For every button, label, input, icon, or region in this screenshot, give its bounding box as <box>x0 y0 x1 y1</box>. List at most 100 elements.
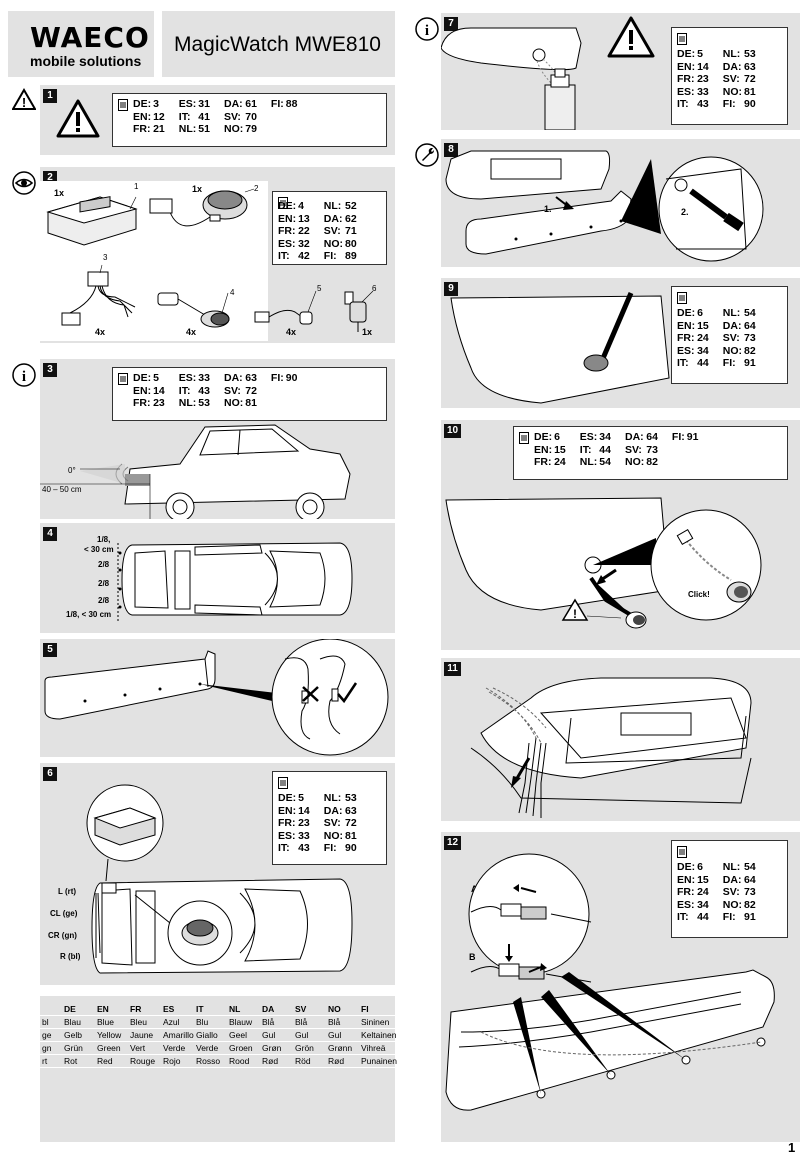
language-code: NL: <box>323 792 342 804</box>
page-ref: 3 <box>153 98 159 110</box>
language-code: NL: <box>323 200 342 212</box>
page-ref: 90 <box>345 842 357 854</box>
page-ref: 53 <box>345 792 357 804</box>
color-table-cell: Röd <box>293 1054 326 1068</box>
page-ref: 51 <box>198 123 210 135</box>
document-icon <box>118 373 128 385</box>
page-ref: 44 <box>697 911 709 923</box>
color-table-cell: Green <box>95 1041 128 1055</box>
part-5-quantity: 4x <box>286 327 297 337</box>
color-table-cell: Amarillo <box>161 1028 194 1042</box>
color-table-header-cell: DA <box>260 1003 293 1016</box>
color-table-header-cell: NL <box>227 1003 260 1016</box>
language-code: SV: <box>722 73 740 85</box>
part-4-quantity: 4x <box>186 327 197 337</box>
language-code: NO: <box>223 397 244 409</box>
part-2-quantity: 1x <box>192 184 203 194</box>
page-ref: 82 <box>744 344 756 357</box>
angle-label: 0° <box>68 466 76 475</box>
click-label: Click! <box>688 590 710 599</box>
page-ref: 14 <box>153 384 165 397</box>
color-table-header-cell: IT <box>194 1003 227 1016</box>
color-table-cell: Blå <box>260 1015 293 1029</box>
page-ref: 13 <box>298 212 310 225</box>
language-code: SV: <box>323 817 341 829</box>
page-ref: 62 <box>345 212 357 225</box>
page-ref: 22 <box>298 225 310 237</box>
wrench-icon <box>415 143 439 167</box>
page-ref: 61 <box>245 98 257 110</box>
svg-text:!: ! <box>573 607 577 621</box>
language-code: EN: <box>677 319 696 332</box>
page-ref: 15 <box>697 873 709 886</box>
part-1-quantity: 1x <box>54 188 65 198</box>
language-code: EN: <box>278 212 297 225</box>
language-code: EN: <box>278 804 297 817</box>
language-code: FI: <box>323 250 337 262</box>
page-ref: 6 <box>697 861 703 873</box>
language-code: DA: <box>722 873 742 886</box>
page-ref: 5 <box>298 792 304 804</box>
page-ref: 53 <box>198 397 210 409</box>
color-table-header-cell <box>40 1003 62 1016</box>
page-ref: 43 <box>298 842 310 854</box>
page-ref: 34 <box>697 898 709 911</box>
color-table-cell: Keltainen <box>359 1028 397 1042</box>
language-code: ES: <box>278 829 296 842</box>
page-ref: 72 <box>245 384 257 397</box>
color-table-cell: Verde <box>194 1041 227 1055</box>
language-code: DE: <box>534 431 553 443</box>
part-4-number: 4 <box>230 288 235 297</box>
step-11-panel: 11 <box>441 658 800 821</box>
spacing-label: < 30 cm <box>84 545 114 554</box>
language-code: NO: <box>722 898 743 911</box>
page-ref: 15 <box>697 319 709 332</box>
language-code: DA: <box>223 372 243 384</box>
step-10-number: 10 <box>444 424 461 438</box>
distance-label: 40 – 50 cm <box>42 485 82 494</box>
color-table-cell: Jaune <box>128 1028 161 1042</box>
page-ref: 24 <box>697 886 709 898</box>
page-ref: 34 <box>599 431 611 443</box>
color-table-cell: Blå <box>326 1015 359 1029</box>
warning-icon: ! <box>12 88 36 110</box>
language-code: IT: <box>278 250 290 262</box>
page-ref: 90 <box>744 98 756 110</box>
language-code: FR: <box>677 73 695 85</box>
page-ref: 90 <box>285 372 298 384</box>
page-ref: 64 <box>646 431 658 443</box>
page-ref: 89 <box>345 250 357 262</box>
page-ref: 31 <box>198 98 210 110</box>
language-code: FR: <box>677 886 695 898</box>
language-code: NO: <box>722 344 743 357</box>
warning-icon <box>56 99 100 138</box>
page-ref <box>286 385 312 398</box>
part-2-number: 2 <box>254 184 259 193</box>
language-code: FI: <box>323 842 337 854</box>
language-code: DE: <box>133 372 152 384</box>
color-table-cell: Blauw <box>227 1015 260 1029</box>
language-code: ES: <box>178 372 197 384</box>
language-code: SV: <box>223 384 241 397</box>
wire-label-center-left: CL (ge) <box>50 909 78 918</box>
language-code: DE: <box>677 307 696 319</box>
language-code: DA: <box>722 60 742 73</box>
step-6-number: 6 <box>43 767 57 781</box>
page-ref: 79 <box>245 123 257 135</box>
document-icon <box>118 99 128 111</box>
color-table-cell: ge <box>40 1028 62 1042</box>
page-ref: 64 <box>744 873 756 886</box>
